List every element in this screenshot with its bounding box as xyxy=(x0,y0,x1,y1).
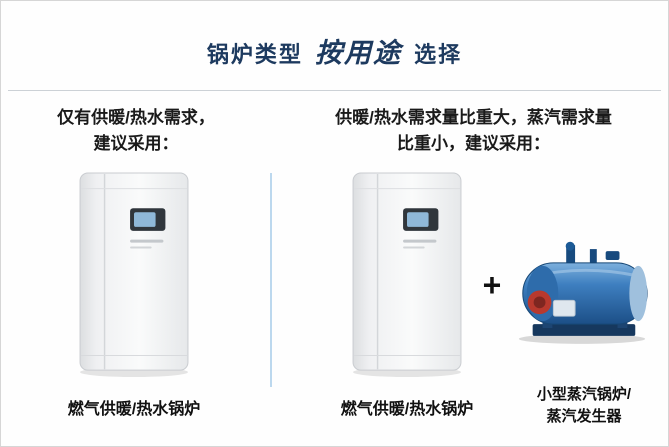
right-heading-line1: 供暖/热水需求量比重大，蒸汽需求量 xyxy=(335,108,612,127)
page-title: 锅炉类型 按用途 选择 xyxy=(1,31,668,70)
column-divider-line xyxy=(270,173,272,387)
right-column-heading: 供暖/热水需求量比重大，蒸汽需求量 比重小，建议采用： xyxy=(301,105,646,158)
title-divider-line xyxy=(8,90,661,91)
gas-heating-boiler-illustration-left xyxy=(79,172,189,378)
title-emphasis: 按用途 xyxy=(315,38,402,68)
steam-caption-line1: 小型蒸汽锅炉/ xyxy=(536,386,632,403)
title-prefix: 锅炉类型 xyxy=(206,42,303,67)
gas-heating-boiler-illustration-right xyxy=(352,172,462,378)
steam-boiler-illustration xyxy=(517,241,649,345)
steam-boiler-caption: 小型蒸汽锅炉/ 蒸汽发生器 xyxy=(504,384,664,428)
right-heading-line2: 比重小，建议采用： xyxy=(397,134,550,154)
steam-caption-line2: 蒸汽发生器 xyxy=(546,407,622,425)
left-heading-line1: 仅有供暖/热水需求， xyxy=(57,108,215,127)
left-boiler-caption: 燃气供暖/热水锅炉 xyxy=(67,401,201,418)
left-column-heading: 仅有供暖/热水需求， 建议采用： xyxy=(11,105,261,158)
right-boiler-caption: 燃气供暖/热水锅炉 xyxy=(340,401,474,418)
plus-sign: + xyxy=(482,267,502,303)
title-suffix: 选择 xyxy=(414,42,463,67)
left-heading-line2: 建议采用： xyxy=(93,134,179,154)
